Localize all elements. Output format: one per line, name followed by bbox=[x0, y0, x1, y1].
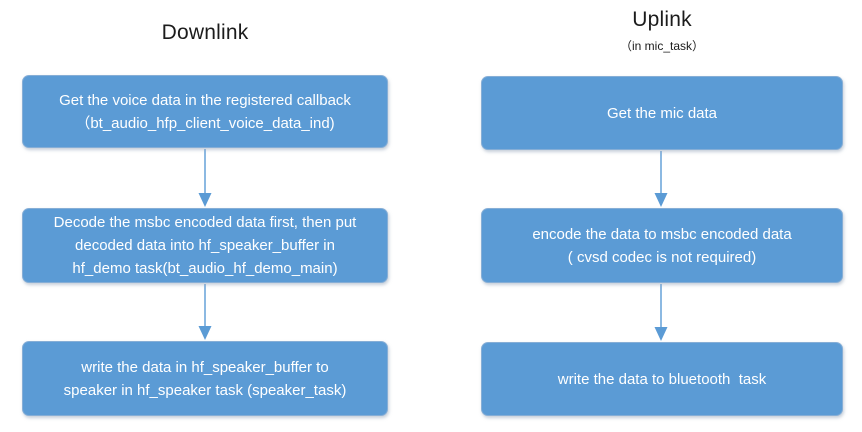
downlink-arrow-2-icon bbox=[198, 284, 212, 340]
uplink-arrow-2-icon bbox=[654, 284, 668, 341]
uplink-step-1-box: Get the mic data bbox=[481, 76, 843, 150]
downlink-step-2-label: Decode the msbc encoded data first, then… bbox=[53, 214, 357, 277]
uplink-step-2-label: encode the data to msbc encoded data ( c… bbox=[532, 225, 792, 266]
uplink-step-2-box: encode the data to msbc encoded data ( c… bbox=[481, 208, 843, 283]
downlink-step-1-label: Get the voice data in the registered cal… bbox=[59, 91, 351, 132]
downlink-step-2-box: Decode the msbc encoded data first, then… bbox=[22, 208, 388, 283]
downlink-step-3-label: write the data in hf_speaker_buffer to s… bbox=[63, 358, 347, 399]
downlink-step-3-box: write the data in hf_speaker_buffer to s… bbox=[22, 341, 388, 416]
uplink-step-1-label: Get the mic data bbox=[606, 104, 718, 122]
downlink-arrow-1-icon bbox=[198, 149, 212, 207]
uplink-step-3-box: write the data to bluetooth task bbox=[481, 342, 843, 416]
uplink-step-3-label: write the data to bluetooth task bbox=[557, 370, 767, 388]
downlink-column-title: Downlink bbox=[161, 21, 249, 44]
uplink-column-subtitle: （in mic_task） bbox=[619, 39, 705, 53]
downlink-step-1-box: Get the voice data in the registered cal… bbox=[22, 75, 388, 148]
uplink-column-title: Uplink bbox=[632, 8, 692, 31]
uplink-arrow-1-icon bbox=[654, 151, 668, 207]
